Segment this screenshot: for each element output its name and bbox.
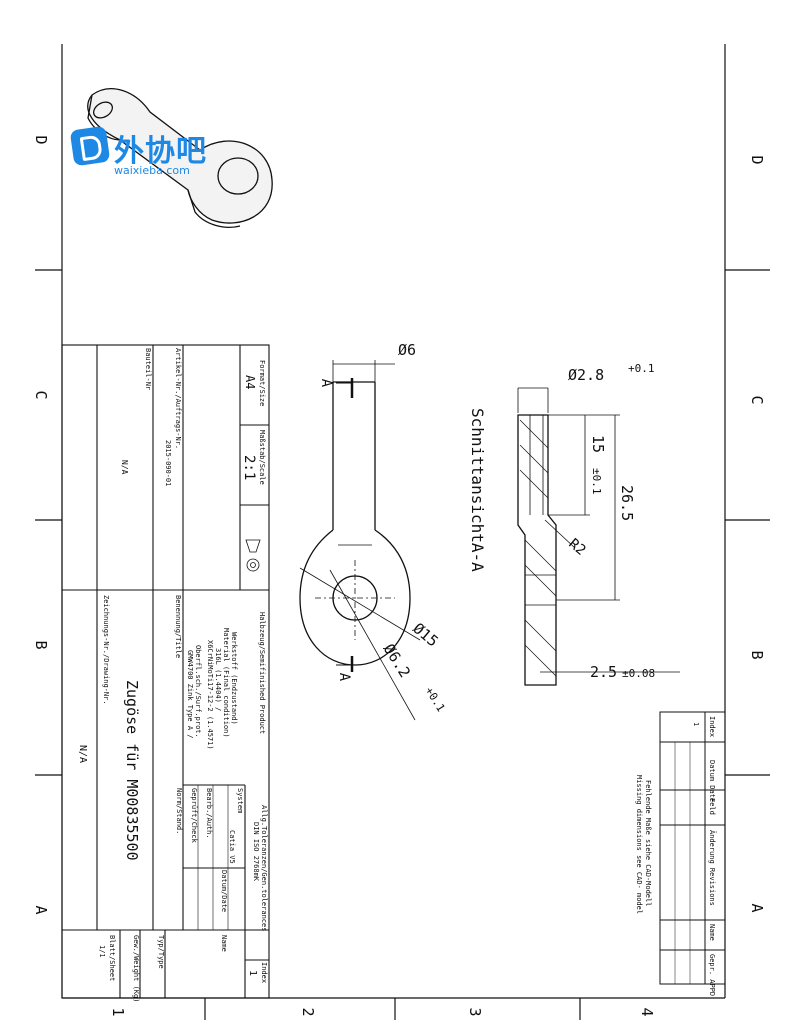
rev-header-revisions: Änderung Revisions: [708, 830, 717, 906]
tolerance-line-2: DIN ISO 2768mK: [252, 822, 260, 882]
zone-letter-right-b: B: [748, 650, 766, 659]
checked-label: Geprüft/Check: [190, 788, 198, 844]
material-line-3: 316L (1.4404) /: [214, 648, 222, 711]
section-view-labels: SchnittansichtA-A Ø2.8 +0.1 15 ±0.1 26.5…: [468, 362, 655, 681]
title-block-text: Format/Size A4 Maßstab/Scale 2:1 Artikel…: [77, 348, 268, 1002]
zone-letter-right-a: A: [748, 903, 766, 912]
dim-dia-6: Ø6: [398, 341, 416, 359]
rev-note-en: Missing dimensions see CAD- model: [635, 775, 643, 914]
sheet-value: 1/1: [98, 945, 106, 958]
zone-number-1: 1: [109, 1007, 127, 1016]
zone-letter-left-a: A: [32, 905, 50, 914]
name-label: Benennung/Title: [174, 595, 182, 658]
tolerance-line-1: Allg.Toleranzen/Gen.tolerances: [260, 805, 268, 931]
section-view: [517, 387, 680, 686]
weight-label: Gew./Weight (Kg): [132, 935, 140, 1002]
zone-number-2: 2: [299, 1007, 317, 1016]
type-label: Typ/Type: [157, 935, 165, 969]
rev-header-date: Datum Date: [708, 760, 716, 802]
dim-15: 15: [589, 435, 607, 453]
dim-2-5: 2.5: [590, 663, 617, 681]
zone-letter-right-d: D: [748, 155, 766, 164]
zone-letter-left-c: C: [32, 390, 50, 399]
watermark: 外协吧 waixieba.com: [69, 122, 212, 184]
sheet-label: Blatt/Sheet: [108, 935, 116, 981]
material-line-4: X6CrNiMoTi17-12-2 (1.4571): [206, 640, 214, 750]
watermark-brand: 外协吧: [114, 134, 207, 169]
material-line-2: Material (Final condition): [222, 628, 230, 738]
index-value: 1: [247, 970, 258, 976]
format-value: A4: [243, 375, 257, 389]
watermark-site: waixieba.com: [114, 164, 190, 177]
zone-letter-left-b: B: [32, 640, 50, 649]
dim-dia-6-2-tol: +0.1: [422, 685, 447, 714]
rev-header-index: Index: [708, 716, 716, 737]
drawing-nr-label: Zeichnungs-Nr./Drawing-Nr.: [102, 595, 110, 705]
material-line-1: Werkstoff (Endzustand): [230, 632, 238, 725]
title-block: [61, 344, 270, 999]
front-view: [299, 360, 421, 721]
part-label: Bauteil-Nr: [144, 348, 152, 390]
watermark-logo-icon: [69, 125, 111, 167]
dim-2-5-tol: ±0.08: [622, 667, 655, 680]
zone-letter-left-d: D: [32, 135, 50, 144]
front-view-labels: A A Ø6 Ø15 Ø6.2 +0.1: [318, 341, 448, 714]
part-value: N/A: [120, 460, 129, 475]
name-column-label: Name: [220, 935, 228, 952]
zone-labels: D C B A D C B A 1 2 3 4: [32, 135, 766, 1016]
rev-header-field: Feld: [708, 798, 716, 815]
dim-radius-r2: R2: [565, 536, 588, 559]
dim-dia-15: Ø15: [409, 619, 441, 650]
format-label: Format/Size: [258, 360, 266, 406]
drawing-nr-value: N/A: [77, 745, 88, 763]
dim-15-tol: ±0.1: [590, 468, 603, 495]
section-title: SchnittansichtA-A: [468, 408, 487, 572]
system-value: Catia V5: [228, 830, 236, 864]
drawing-title: Zugöse für M00835500: [123, 680, 141, 861]
norm-label: Norm/Stand.: [175, 788, 183, 834]
dim-dia-6-2: Ø6.2: [380, 641, 414, 681]
zone-number-4: 4: [638, 1007, 656, 1016]
section-mark-top: A: [318, 379, 334, 388]
article-value: 2015-090-01: [164, 440, 172, 486]
scale-label: Maßstab/Scale: [258, 430, 266, 485]
zone-number-3: 3: [466, 1007, 484, 1016]
section-mark-bottom: A: [336, 673, 352, 682]
revision-table: [659, 711, 726, 985]
rev-header-appd: Gepr. APPD: [708, 954, 716, 996]
semi-label: Halbzeug/Semifinished Product: [258, 612, 266, 734]
rev-row-index: 1: [692, 722, 700, 726]
rev-header-name: Name: [708, 924, 716, 941]
article-label: Artikel-Nr./Auftrags-Nr.: [174, 348, 182, 449]
revision-table-text: Index Datum Date Feld Änderung Revisions…: [635, 716, 717, 996]
system-label: System: [236, 788, 244, 813]
index-label: Index: [260, 962, 268, 983]
dim-dia-2-8: Ø2.8: [568, 366, 604, 384]
scale-value: 2:1: [241, 455, 257, 480]
surface-line-2: GMW4700 Zink Type A /: [186, 650, 194, 739]
surface-line-1: Oberfl.sch./Surf.prot.: [194, 645, 202, 738]
rev-note-de: Fehlende Maße siehe CAD-Modell: [644, 780, 652, 906]
dim-26-5: 26.5: [618, 485, 636, 521]
zone-letter-right-c: C: [748, 395, 766, 404]
drawn-by-label: Bearb./Auth.: [205, 788, 213, 839]
date-label: Datum/Date: [220, 870, 228, 912]
dim-dia-2-8-tol: +0.1: [628, 362, 655, 375]
